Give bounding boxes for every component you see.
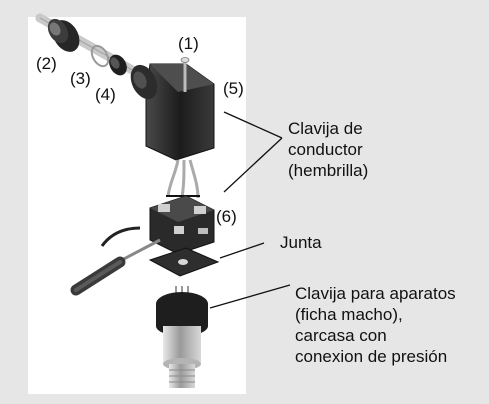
screwdriver-icon [70,226,161,296]
pressure-housing-icon [156,286,208,388]
marker-1: (1) [178,34,199,53]
leader-conductor-lower [223,137,283,193]
callout-clavija-conductor: Clavija de conductor (hembrilla) [288,118,368,181]
callout-aparatos-line-1: Clavija para aparatos [295,284,456,303]
callout-conductor-line-1: Clavija de [288,119,363,138]
leader-conductor-upper [223,111,283,139]
gasket-icon [148,247,220,277]
callout-junta: Junta [280,232,322,253]
washer-icon [90,44,110,68]
connector-wires [166,159,200,199]
callout-aparatos-line-4: conexion de presión [295,347,448,366]
leader-junta [219,242,265,259]
connector-housing-icon [130,63,215,161]
marker-6: (6) [216,207,237,226]
leader-lines [209,111,291,309]
marker-2: (2) [36,54,57,73]
callout-clavija-aparatos: Clavija para aparatos (ficha macho), car… [295,283,456,367]
screw-icon [180,57,190,92]
callout-aparatos-line-2: (ficha macho), [295,305,403,324]
callout-conductor-line-2: conductor [288,140,363,159]
contact-insert-icon [149,195,215,255]
callout-junta-label: Junta [280,233,322,252]
marker-4: (4) [95,85,116,104]
callout-aparatos-line-3: carcasa con [295,326,387,345]
marker-5: (5) [223,79,244,98]
seal-ring-icon [109,54,127,76]
leader-aparatos [209,284,291,309]
marker-3: (3) [70,69,91,88]
callout-conductor-line-3: (hembrilla) [288,161,369,180]
cable-gland-nut-icon [47,18,80,52]
